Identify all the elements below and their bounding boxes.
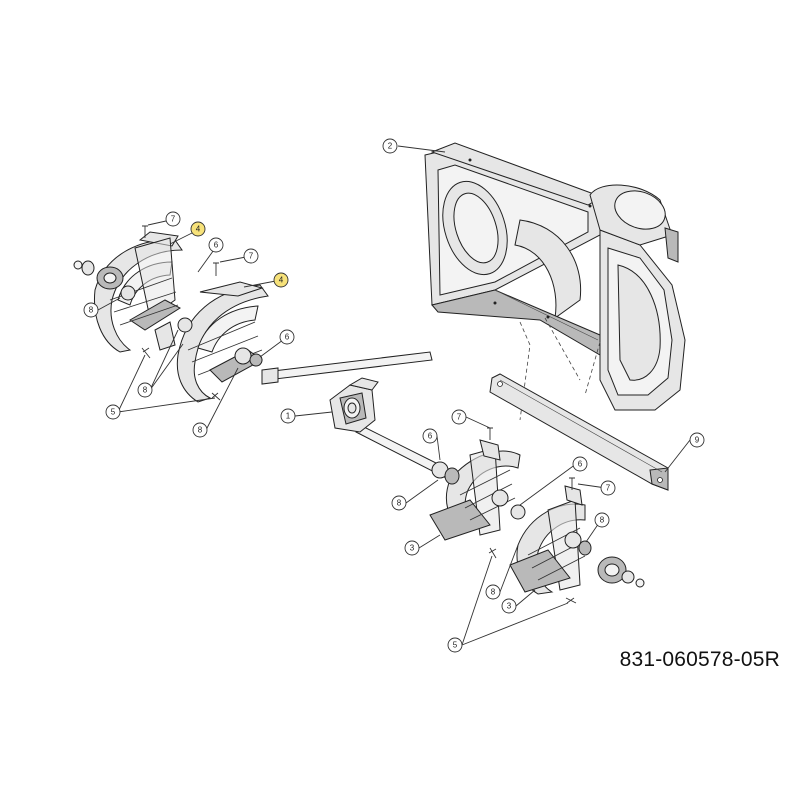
callout-6: 6 bbox=[279, 329, 295, 345]
callout-3: 3 bbox=[404, 540, 420, 556]
mounting-bar bbox=[489, 373, 669, 491]
svg-text:7: 7 bbox=[606, 484, 611, 493]
callout-6: 6 bbox=[208, 237, 224, 253]
svg-text:8: 8 bbox=[143, 386, 148, 395]
callout-balloons: 2 7 4 6 7 4 8 6 8 5 8 1 7 6 9 8 6 7 8 3 … bbox=[83, 138, 705, 653]
callout-4-highlighted: 4 bbox=[190, 221, 206, 237]
callout-4-highlighted: 4 bbox=[273, 272, 289, 288]
gear-box bbox=[329, 377, 379, 433]
svg-text:7: 7 bbox=[457, 413, 462, 422]
callout-5: 5 bbox=[447, 637, 463, 653]
svg-text:5: 5 bbox=[453, 641, 458, 650]
svg-text:4: 4 bbox=[196, 225, 201, 234]
callout-7: 7 bbox=[451, 409, 467, 425]
callout-1: 1 bbox=[280, 408, 296, 424]
callout-6: 6 bbox=[572, 456, 588, 472]
right-outer-auger bbox=[509, 485, 592, 595]
svg-text:8: 8 bbox=[600, 516, 605, 525]
svg-text:7: 7 bbox=[171, 215, 176, 224]
auger-shaft bbox=[261, 351, 451, 479]
left-outer-auger bbox=[93, 231, 183, 353]
callout-7: 7 bbox=[243, 248, 259, 264]
callout-8: 8 bbox=[391, 495, 407, 511]
callout-8: 8 bbox=[485, 584, 501, 600]
right-inner-auger bbox=[429, 439, 521, 541]
diagram-part-number: 831-060578-05R bbox=[619, 648, 780, 671]
left-end-hub bbox=[73, 260, 136, 301]
callout-9: 9 bbox=[689, 432, 705, 448]
callout-7: 7 bbox=[600, 480, 616, 496]
svg-text:3: 3 bbox=[507, 602, 512, 611]
svg-text:6: 6 bbox=[428, 432, 433, 441]
svg-text:8: 8 bbox=[397, 499, 402, 508]
svg-text:8: 8 bbox=[89, 306, 94, 315]
callout-6: 6 bbox=[422, 428, 438, 444]
left-inner-auger bbox=[176, 281, 269, 403]
callout-8: 8 bbox=[137, 382, 153, 398]
svg-text:8: 8 bbox=[198, 426, 203, 435]
right-end-hub bbox=[597, 556, 645, 588]
svg-text:9: 9 bbox=[695, 436, 700, 445]
callout-8: 8 bbox=[192, 422, 208, 438]
callout-7: 7 bbox=[165, 211, 181, 227]
callout-8: 8 bbox=[83, 302, 99, 318]
svg-text:6: 6 bbox=[285, 333, 290, 342]
svg-text:6: 6 bbox=[578, 460, 583, 469]
callout-5: 5 bbox=[105, 404, 121, 420]
svg-text:7: 7 bbox=[249, 252, 254, 261]
svg-text:6: 6 bbox=[214, 241, 219, 250]
svg-text:5: 5 bbox=[111, 408, 116, 417]
callout-3: 3 bbox=[501, 598, 517, 614]
callout-8: 8 bbox=[594, 512, 610, 528]
svg-text:4: 4 bbox=[279, 276, 284, 285]
svg-text:1: 1 bbox=[286, 412, 291, 421]
svg-text:8: 8 bbox=[491, 588, 496, 597]
svg-text:2: 2 bbox=[388, 142, 393, 151]
auger-housing bbox=[424, 142, 686, 411]
svg-text:3: 3 bbox=[410, 544, 415, 553]
callout-2: 2 bbox=[382, 138, 398, 154]
left-bolts bbox=[141, 225, 221, 401]
